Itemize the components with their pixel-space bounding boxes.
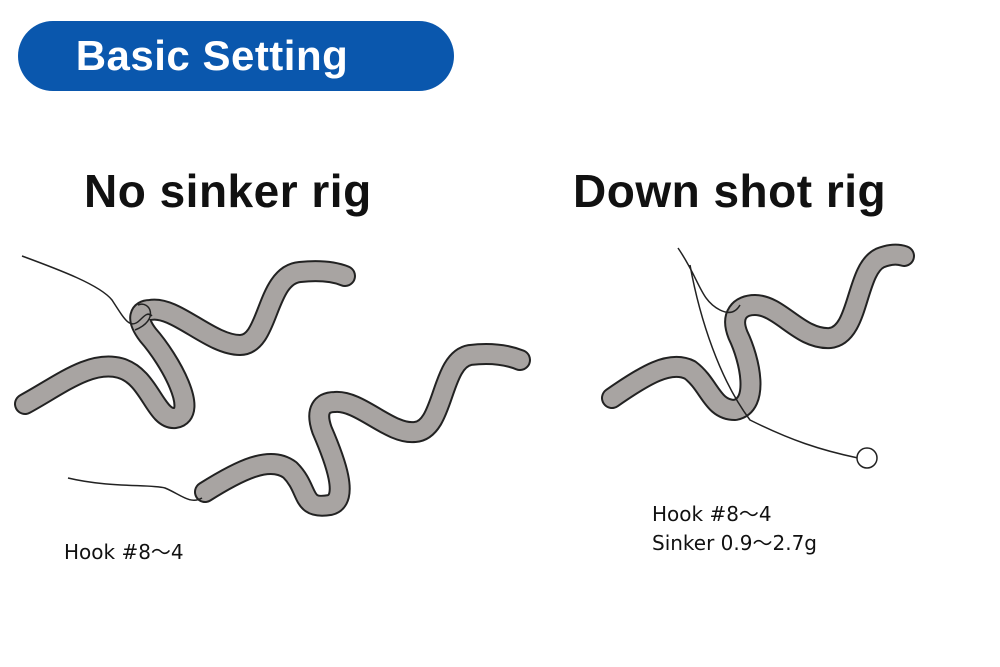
spec-hook: Hook #8～4 <box>64 540 184 564</box>
worm-illustration-1 <box>14 260 356 429</box>
worm-illustration-3 <box>601 243 915 421</box>
spec-hook: Hook #8～4 <box>652 502 772 526</box>
hook-1 <box>134 303 152 331</box>
worm-illustration-2 <box>194 342 531 517</box>
spec-sinker: Sinker 0.9～2.7g <box>652 531 817 555</box>
sinker-circle <box>856 447 878 469</box>
fishing-line-1 <box>21 255 153 325</box>
no-sinker-specs: Hook #8～4 <box>64 538 184 567</box>
down-shot-rig-title: Down shot rig <box>573 165 887 217</box>
badge-label: Basic Setting <box>75 32 349 79</box>
no-sinker-rig-title: No sinker rig <box>84 165 372 217</box>
fishing-line-2 <box>67 477 203 501</box>
down-shot-specs: Hook #8～4 Sinker 0.9～2.7g <box>652 500 817 558</box>
fishing-line-drop <box>689 264 859 459</box>
fishing-line-3 <box>677 247 741 314</box>
section-badge: Basic Setting <box>18 21 454 91</box>
